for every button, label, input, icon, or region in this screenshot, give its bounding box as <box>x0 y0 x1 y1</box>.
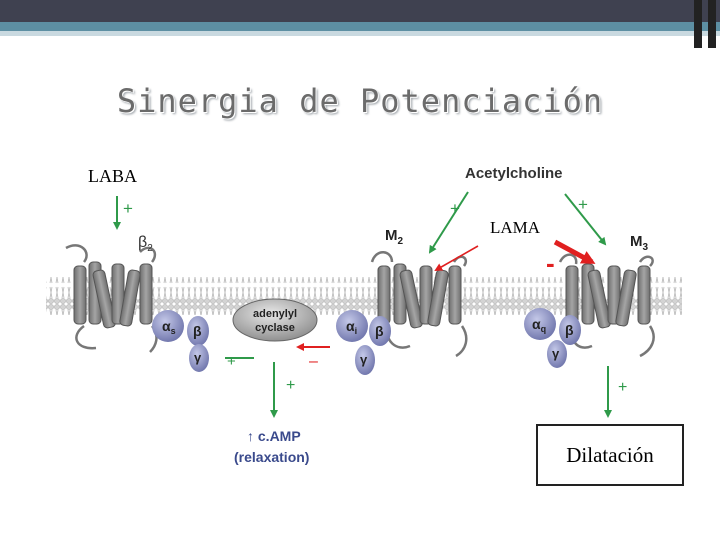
m2-receptor <box>370 251 468 358</box>
plus-sign: + <box>286 377 295 394</box>
header-light-stripe <box>0 31 720 36</box>
plus-sign: + <box>123 199 133 218</box>
cyclase-label: cyclase <box>255 322 295 334</box>
header-block <box>694 0 702 48</box>
slide-title: Sinergia de Potenciación <box>116 82 604 120</box>
camp-label: ↑ c.AMP <box>247 428 301 444</box>
gamma-subunit-label: γ <box>360 352 368 367</box>
gs-protein <box>152 310 209 372</box>
header-block <box>708 0 716 48</box>
alpha-s-label: αs <box>162 318 176 336</box>
adenylyl-cyclase <box>232 298 318 342</box>
beta-subunit-label: β <box>565 322 574 338</box>
m2-label: M2 <box>385 227 404 247</box>
lama-label: LAMA <box>490 218 541 237</box>
lama-block-sign: - <box>546 248 555 278</box>
beta2-receptor <box>65 244 158 353</box>
gamma-subunit-label: γ <box>552 346 560 361</box>
ach-m3-arrow <box>564 193 607 246</box>
lama-m3-arrow <box>553 239 596 265</box>
acetylcholine-label: Acetylcholine <box>465 165 563 182</box>
gamma-subunit-label: γ <box>194 350 202 365</box>
gi-protein <box>336 310 391 375</box>
beta2-label: β2 <box>138 234 153 254</box>
alpha-q-label: αq <box>532 316 546 334</box>
plus-sign: + <box>450 199 460 218</box>
plus-sign: + <box>227 353 236 370</box>
minus-sign: – <box>309 353 318 370</box>
plus-sign: + <box>578 195 588 214</box>
relaxation-label: (relaxation) <box>234 449 309 465</box>
m3-receptor <box>558 253 655 358</box>
plus-sign: + <box>618 379 627 396</box>
laba-label: LABA <box>88 166 137 186</box>
lama-m2-arrow <box>434 245 479 271</box>
slide-header-bar <box>0 0 720 48</box>
beta-subunit-label: β <box>193 323 202 339</box>
alpha-i-label: αi <box>346 318 357 336</box>
header-accent-stripe <box>0 22 720 31</box>
ach-m2-arrow <box>428 191 469 254</box>
gq-protein <box>524 308 581 368</box>
dilatacion-label: Dilatación <box>566 442 654 467</box>
dilatacion-box: Dilatación <box>536 424 684 486</box>
adenylyl-label: adenylyl <box>253 308 297 320</box>
m3-label: M3 <box>630 233 649 253</box>
beta-subunit-label: β <box>375 323 384 339</box>
